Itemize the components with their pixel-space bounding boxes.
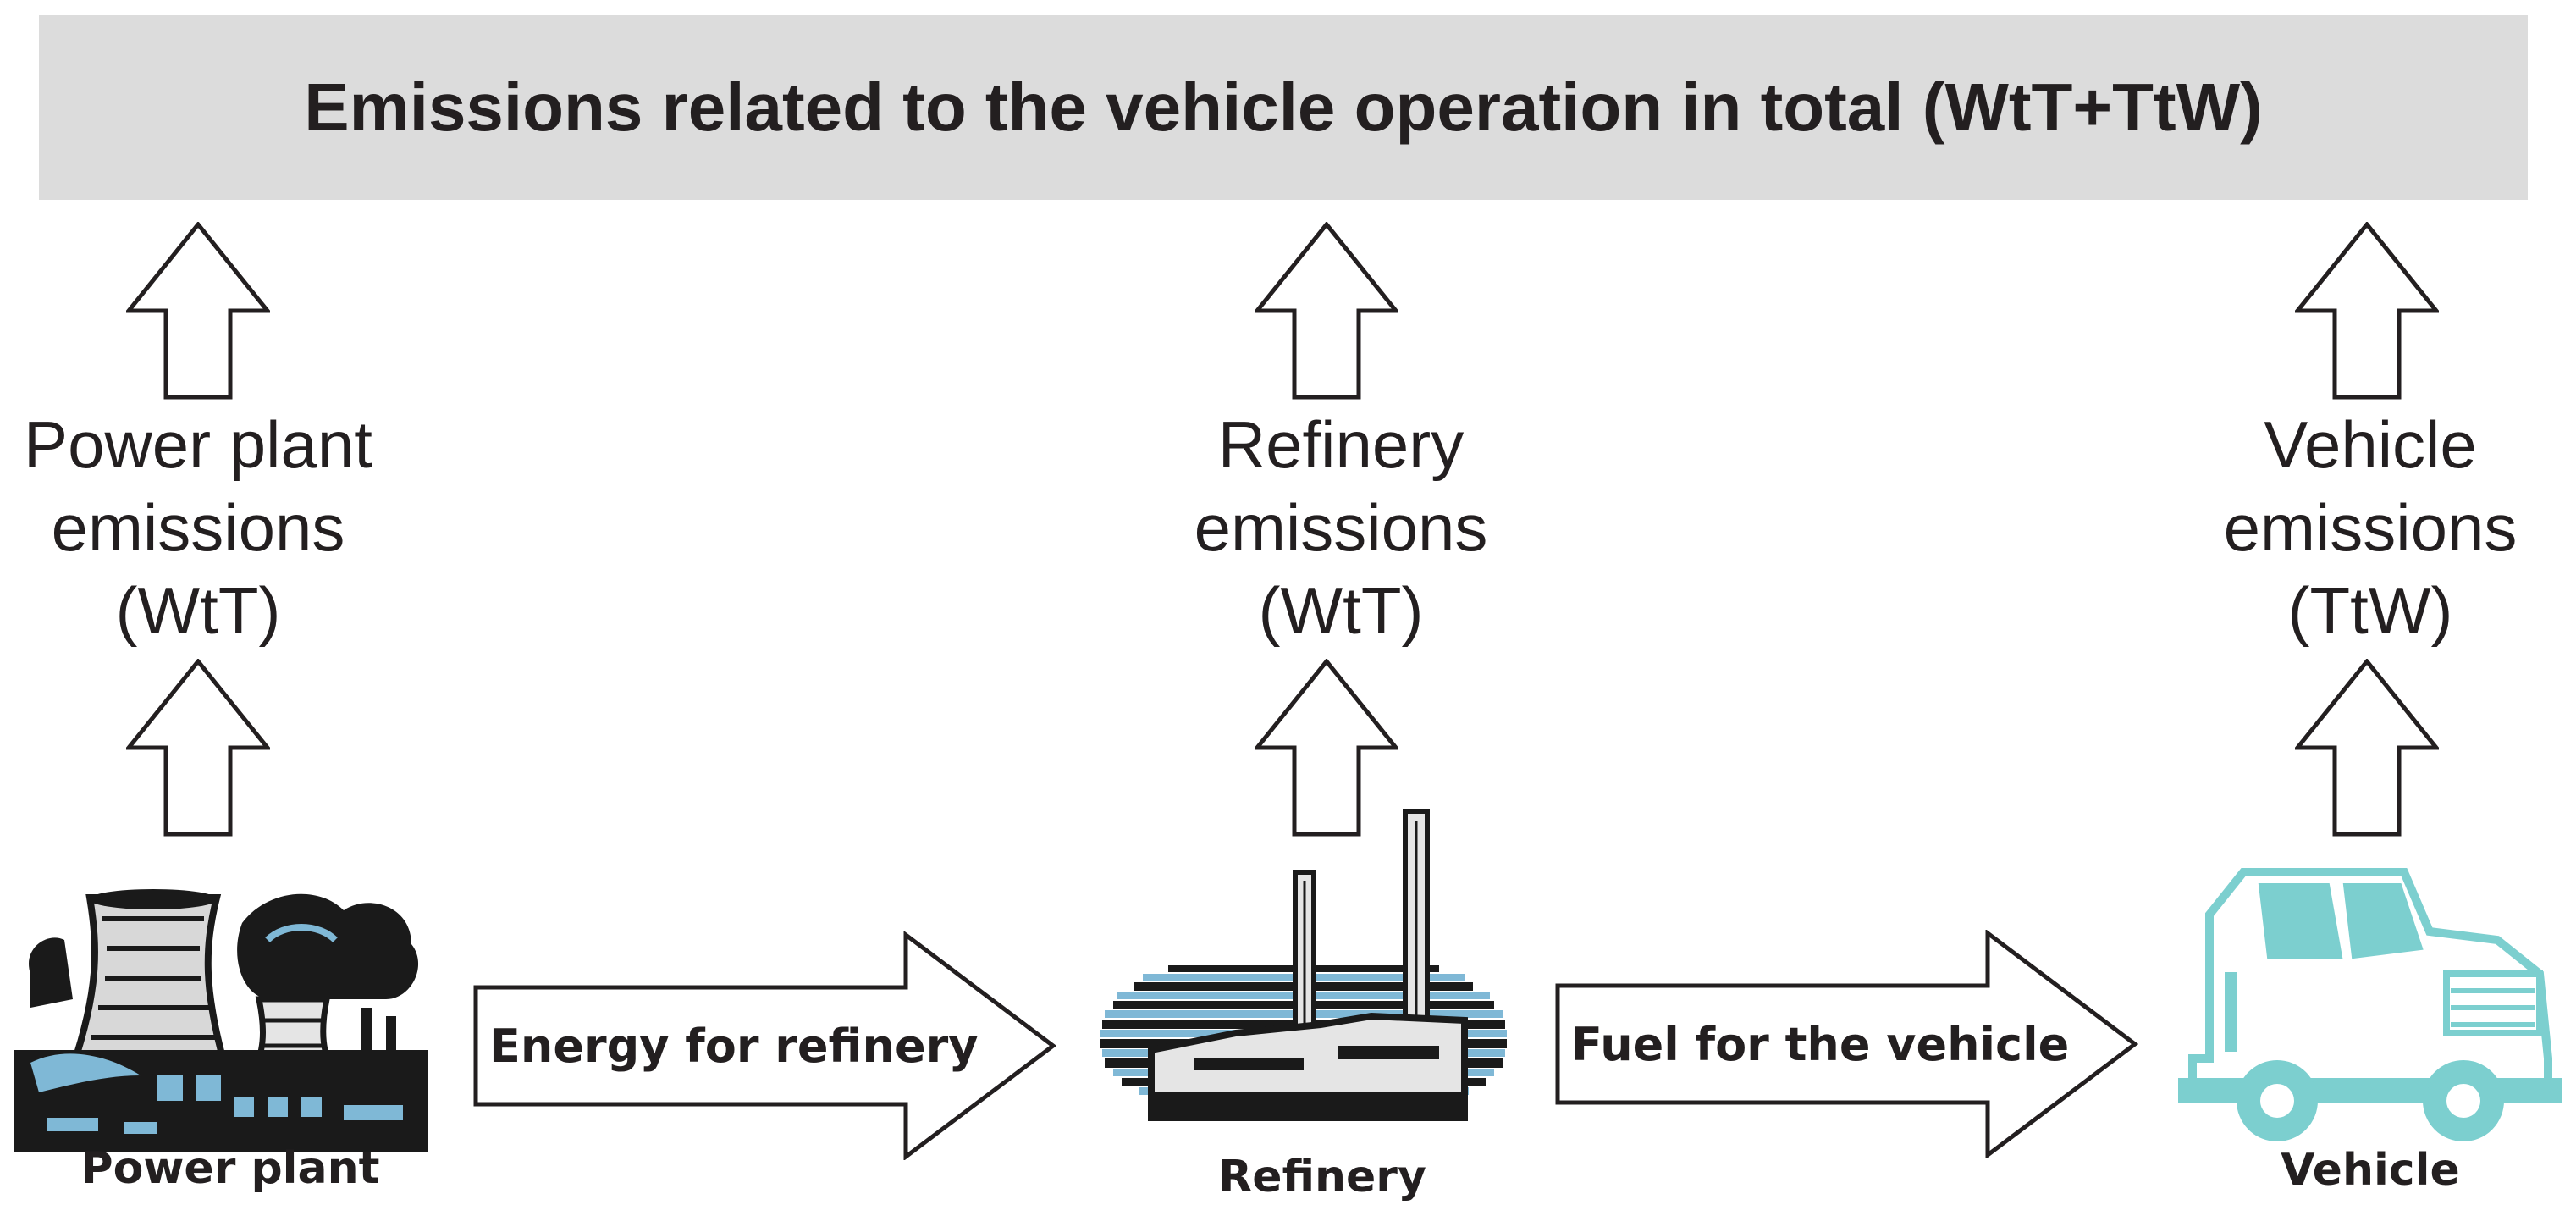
emission-label-line: (TtW) bbox=[2287, 573, 2453, 648]
emission-label-line: (WtT) bbox=[115, 573, 281, 648]
vehicle-emissions-label: Vehicle emissions (TtW) bbox=[2150, 403, 2576, 652]
emission-label-line: Power plant bbox=[24, 407, 372, 482]
arrow-right-icon bbox=[473, 931, 1056, 1160]
up-arrow-refinery-lower bbox=[1255, 659, 1398, 837]
up-arrow-refinery-upper bbox=[1255, 222, 1398, 400]
emission-label-line: Refinery bbox=[1217, 407, 1465, 482]
up-arrow-power-plant-lower bbox=[126, 659, 270, 837]
fuel-flow-arrow: Fuel for the vehicle bbox=[1554, 930, 2138, 1158]
up-arrow-power-plant-upper bbox=[126, 222, 270, 400]
refinery-emissions-label: Refinery emissions (WtT) bbox=[1121, 403, 1561, 652]
refinery-label: Refinery bbox=[1218, 1152, 1426, 1202]
power-plant-label: Power plant bbox=[80, 1143, 380, 1194]
up-arrow-vehicle-upper bbox=[2295, 222, 2439, 400]
energy-for-refinery-label: Energy for refinery bbox=[489, 1019, 979, 1073]
banner-title: Emissions related to the vehicle operati… bbox=[304, 69, 2263, 145]
vehicle-label: Vehicle bbox=[2281, 1145, 2460, 1196]
up-arrow-vehicle-lower bbox=[2295, 659, 2439, 837]
emission-label-line: emissions bbox=[2223, 490, 2518, 565]
emission-label-line: emissions bbox=[1194, 490, 1488, 565]
power-plant-emissions-label: Power plant emissions (WtT) bbox=[0, 403, 418, 652]
emission-label-line: (WtT) bbox=[1258, 573, 1424, 648]
arrow-right-icon bbox=[1555, 930, 2138, 1158]
power-plant-icon bbox=[14, 889, 428, 1152]
fuel-for-the-vehicle-label: Fuel for the vehicle bbox=[1571, 1017, 2070, 1071]
total-emissions-banner: Emissions related to the vehicle operati… bbox=[39, 15, 2528, 200]
emission-label-line: Vehicle bbox=[2264, 407, 2477, 482]
energy-flow-arrow: Energy for refinery bbox=[472, 931, 1056, 1160]
truck-icon bbox=[2178, 868, 2562, 1141]
refinery-icon bbox=[1100, 809, 1507, 1121]
emission-label-line: emissions bbox=[51, 490, 345, 565]
